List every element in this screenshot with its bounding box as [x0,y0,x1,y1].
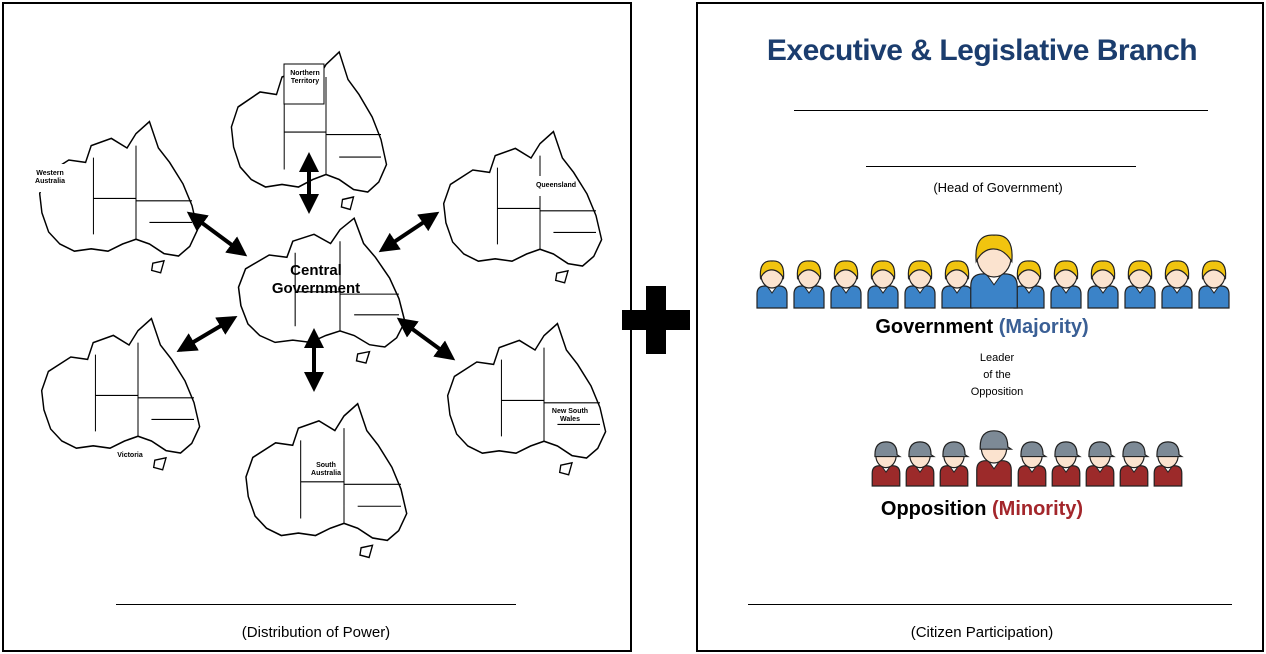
minority-label: (Minority) [992,498,1084,520]
government-member-icon [756,260,788,309]
government-label-row: Government (Majority) [698,316,1266,339]
government-member-icon [867,260,899,309]
government-member-icon [1087,260,1119,309]
opposition-label: Opposition [880,498,987,520]
arrow-to-victoria [176,315,238,353]
opposition-members [871,430,1184,487]
leader-of-opposition-icon [976,430,1014,487]
government-label: Government [875,316,994,338]
government-members [756,234,1230,309]
new-south-wales-label: New South Wales [551,408,589,423]
distribution-of-power-panel: Central Government Northern Territory We… [2,2,632,652]
opposition-member-icon [905,441,936,487]
opposition-member-icon [939,441,970,487]
south-australia-map [245,402,408,559]
head-of-government-caption: (Head of Government) [933,180,1063,195]
australia-maps-diagram [28,51,607,559]
western-australia-map [28,120,199,274]
victoria-map [40,317,201,471]
citizen-participation-caption: (Citizen Participation) [910,624,1054,641]
victoria-label: Victoria [117,452,143,459]
government-member-icon [793,260,825,309]
western-australia-label: Western Australia [35,170,65,185]
central-government-label: Central Government [271,262,361,297]
government-member-icon [1161,260,1193,309]
panel-title: Executive & Legislative Branch [766,34,1198,67]
opposition-member-icon [1051,441,1082,487]
arrow-to-queensland [378,211,440,253]
opposition-label-row: Opposition (Minority) [698,498,1266,521]
government-member-icon [1050,260,1082,309]
answer-line-head [866,166,1136,167]
government-member-icon [904,260,936,309]
government-member-icon [830,260,862,309]
opposition-member-icon [1085,441,1116,487]
queensland-map [442,130,603,284]
opposition-member-icon [1017,441,1048,487]
plus-icon [622,286,690,354]
government-member-icon [1013,260,1045,309]
answer-line-bottom [748,604,1232,605]
head-of-government-icon [970,234,1018,309]
executive-legislative-panel: Executive & Legislative Branch (Head of … [696,2,1264,652]
government-member-icon [941,260,973,309]
northern-territory-label: Northern Territory [290,70,320,85]
majority-label: (Majority) [998,316,1089,338]
opposition-member-icon [1153,441,1184,487]
new-south-wales-map [446,322,607,476]
answer-line-top [794,110,1208,111]
power-arrows [176,152,456,392]
leader-of-opposition-label: Leader of the Opposition [970,352,1024,398]
opposition-member-icon [871,441,902,487]
distribution-of-power-caption: (Distribution of Power) [241,624,391,641]
northern-territory-map [230,51,388,211]
arrow-to-western-australia [186,211,248,257]
government-member-icon [1124,260,1156,309]
government-member-icon [1198,260,1230,309]
queensland-label: Queensland [535,182,577,189]
south-australia-label: South Australia [311,462,341,477]
opposition-member-icon [1119,441,1150,487]
answer-line [116,604,516,605]
arrow-to-new-south-wales [396,317,456,361]
